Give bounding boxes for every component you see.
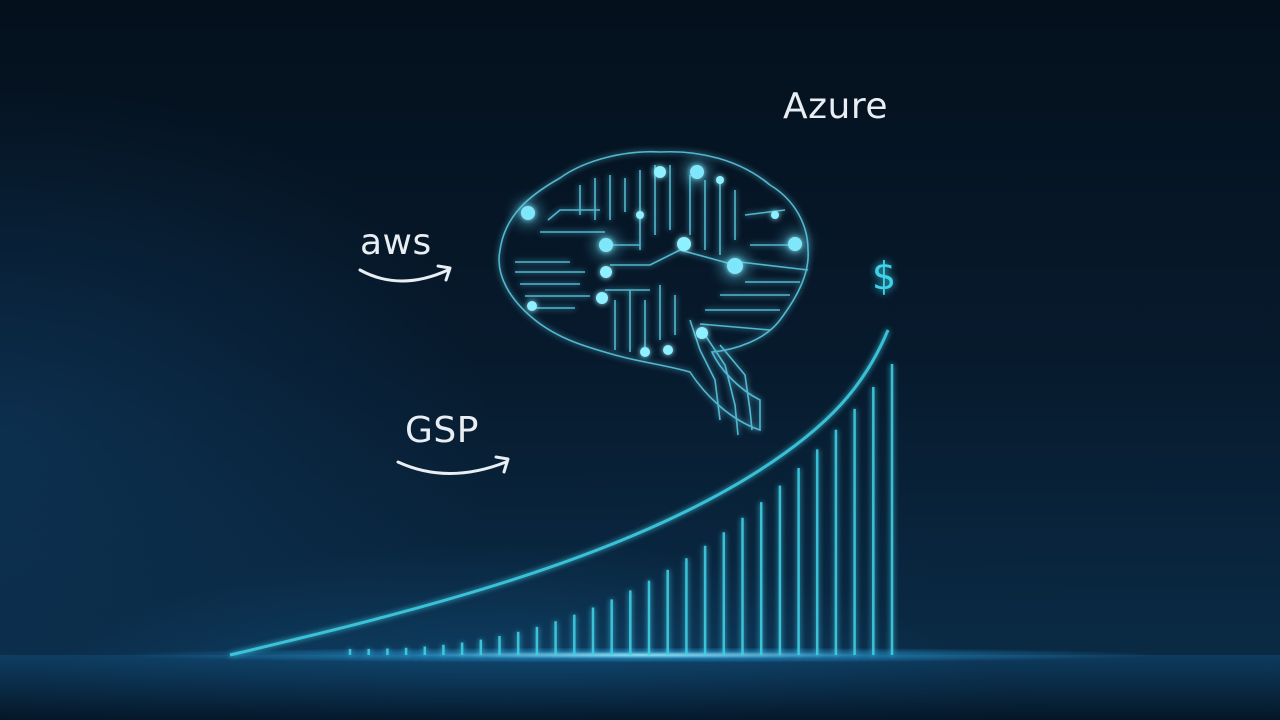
floor-glow-line: [0, 648, 1280, 662]
dollar-sign: $: [872, 254, 897, 298]
growth-curve-line: [229, 329, 890, 657]
azure-label: Azure: [783, 86, 888, 127]
floor: [0, 655, 1280, 720]
gsp-label: GSP: [405, 410, 479, 451]
aws-label: aws: [360, 222, 432, 263]
